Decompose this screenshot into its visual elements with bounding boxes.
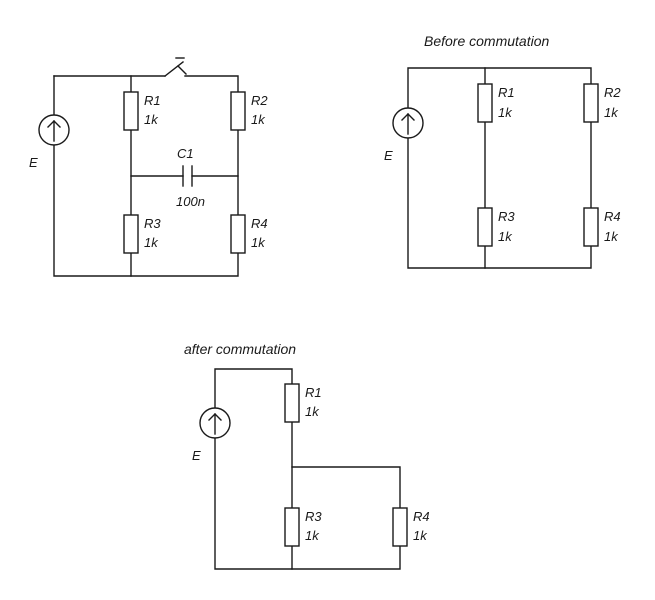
r1-value-label: 1k (144, 112, 159, 127)
r1-name-label: R1 (144, 93, 161, 108)
r2-value-label: 1k (251, 112, 266, 127)
resistor-r3 (477, 207, 493, 247)
r4-value-label: 1k (604, 229, 619, 244)
r3-value-label: 1k (144, 235, 159, 250)
resistor-r1 (123, 91, 139, 131)
voltage-source-icon (392, 107, 424, 139)
wire-loop (53, 75, 239, 277)
r4-value-label: 1k (413, 528, 428, 543)
r2-value-label: 1k (604, 105, 619, 120)
c1-name-label: C1 (177, 146, 194, 161)
r3-value-label: 1k (498, 229, 513, 244)
wire-loop (407, 67, 592, 269)
resistor-r4 (392, 507, 408, 547)
r4-name-label: R4 (604, 209, 621, 224)
switch-symbol (164, 57, 187, 77)
r2-name-label: R2 (604, 85, 621, 100)
r3-name-label: R3 (144, 216, 161, 231)
resistor-r3 (284, 507, 300, 547)
resistor-r4 (583, 207, 599, 247)
voltage-source-icon (38, 114, 70, 146)
r1-name-label: R1 (305, 385, 322, 400)
r3-name-label: R3 (498, 209, 515, 224)
c1-value-label: 100n (176, 194, 205, 209)
after-commutation-title: after commutation (184, 341, 296, 357)
resistor-r2 (230, 91, 246, 131)
source-e-label: E (192, 448, 201, 463)
circuit-after-commutation: after commutation E R1 1k R3 1k R4 1k (184, 341, 430, 570)
circuit-with-switch: C1 100n E R1 1k R2 1k R3 1k R4 1k (29, 57, 268, 277)
r4-name-label: R4 (413, 509, 430, 524)
circuit-before-commutation: Before commutation E R1 1k R2 1k R3 1k R… (384, 33, 621, 269)
r3-value-label: 1k (305, 528, 320, 543)
r4-name-label: R4 (251, 216, 268, 231)
r3-name-label: R3 (305, 509, 322, 524)
r1-name-label: R1 (498, 85, 515, 100)
r4-value-label: 1k (251, 235, 266, 250)
wire-main-loop (214, 368, 293, 570)
r1-value-label: 1k (305, 404, 320, 419)
resistor-r3 (123, 214, 139, 254)
resistor-r2 (583, 83, 599, 123)
r2-name-label: R2 (251, 93, 268, 108)
source-e-label: E (29, 155, 38, 170)
capacitor-c1 (182, 165, 193, 187)
before-commutation-title: Before commutation (424, 33, 549, 49)
resistor-r1 (284, 383, 300, 423)
resistor-r1 (477, 83, 493, 123)
resistor-r4 (230, 214, 246, 254)
r1-value-label: 1k (498, 105, 513, 120)
voltage-source-icon (199, 407, 231, 439)
source-e-label: E (384, 148, 393, 163)
